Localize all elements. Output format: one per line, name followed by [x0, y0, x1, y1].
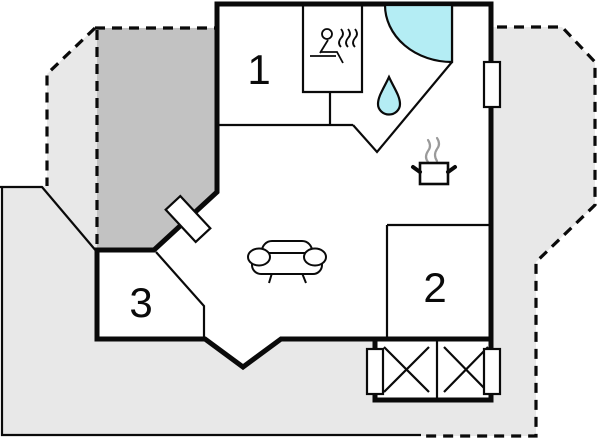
- stove-pot-icon: [411, 136, 457, 186]
- room-1-label: 1: [247, 46, 270, 93]
- room-2-label: 2: [423, 264, 446, 311]
- window-marker: [482, 60, 502, 109]
- window-marker: [365, 347, 385, 396]
- terrace-dark: [97, 28, 216, 250]
- terrace-dashed-outline: [45, 25, 597, 438]
- shower-icon: [383, 3, 454, 64]
- room-3-label: 3: [129, 279, 152, 326]
- terrace-border-lines: [0, 185, 421, 437]
- door-marker: [164, 194, 212, 244]
- interior-walls: [155, 4, 489, 398]
- crossed-box-icon: [383, 346, 489, 393]
- sofa-icon: [247, 240, 327, 284]
- water-drop-icon: [376, 74, 402, 116]
- sauna-icon: [310, 28, 358, 64]
- window-marker: [482, 347, 502, 396]
